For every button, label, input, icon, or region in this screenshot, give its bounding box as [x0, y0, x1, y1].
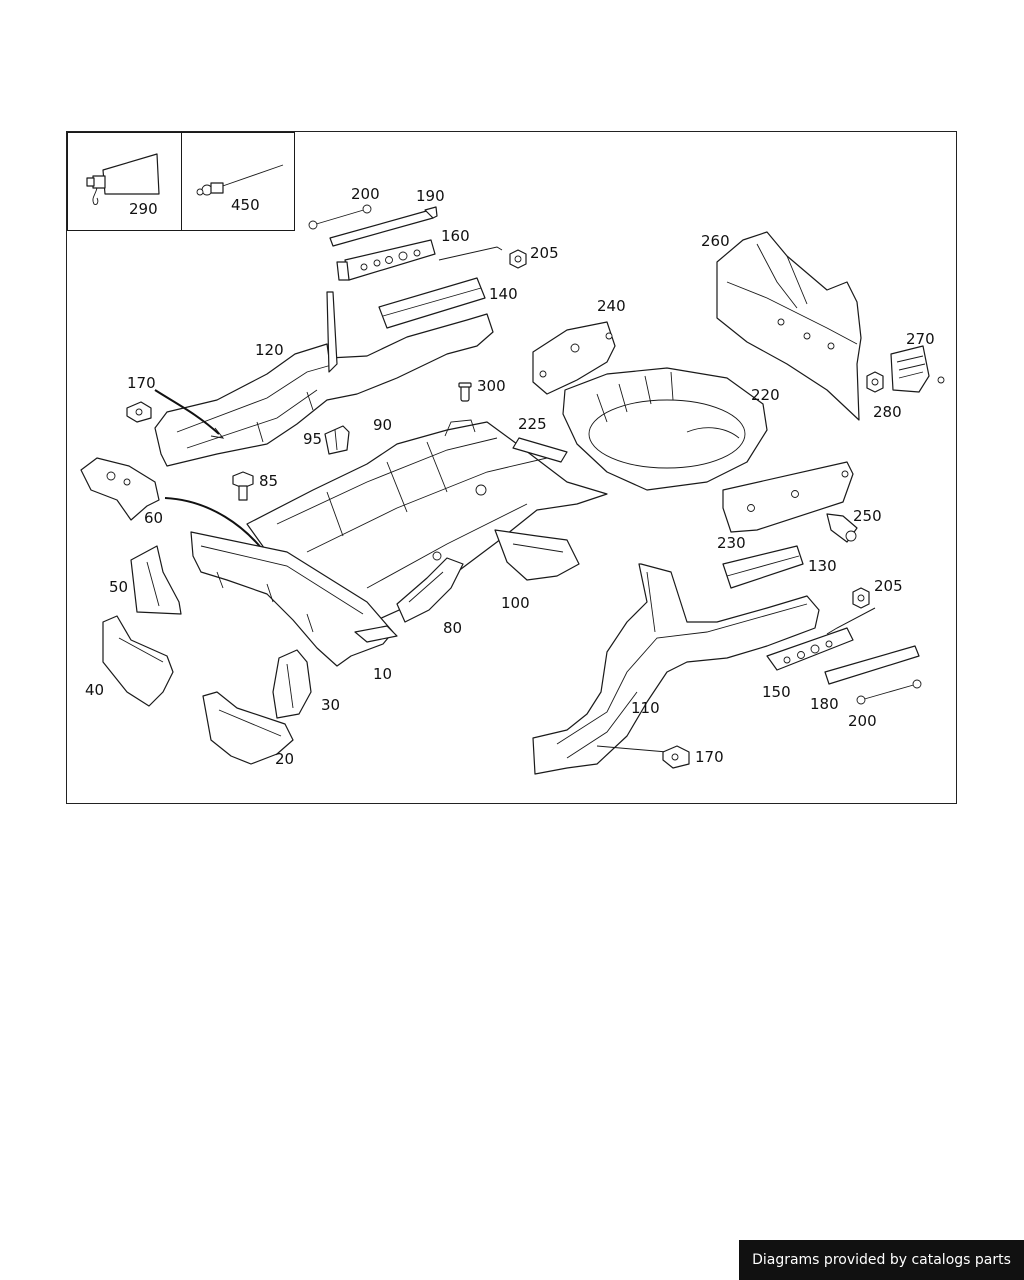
callout-140: 140 [489, 285, 518, 303]
footer-credit-badge: Diagrams provided by catalogs parts [739, 1240, 1024, 1280]
callout-170-top: 170 [127, 374, 156, 392]
callout-110: 110 [631, 699, 660, 717]
inset-box-450 [181, 132, 295, 231]
parts-diagram: 290 450 200 190 160 205 140 120 170 300 … [67, 132, 945, 775]
callout-280: 280 [873, 403, 902, 421]
callout-120: 120 [255, 341, 284, 359]
part-20-panel [202, 691, 294, 765]
part-130-channel [722, 545, 804, 589]
part-60-bracket [80, 457, 160, 521]
clip-250 [826, 513, 858, 543]
callout-95: 95 [303, 430, 322, 448]
callout-50: 50 [109, 578, 128, 596]
part-150-bracket [766, 627, 854, 671]
callout-80: 80 [443, 619, 462, 637]
part-100-bracket [494, 529, 580, 581]
callout-100: 100 [501, 594, 530, 612]
callout-230: 230 [717, 534, 746, 552]
nut-205-bottom [852, 587, 870, 609]
callout-170-bottom: 170 [695, 748, 724, 766]
clip-170-top [126, 401, 152, 423]
callout-60: 60 [144, 509, 163, 527]
part-180-rail [824, 645, 920, 685]
callout-30: 30 [321, 696, 340, 714]
pin-300 [458, 382, 472, 402]
part-80-rail [396, 557, 464, 623]
bracket-95 [324, 425, 350, 455]
part-40-panel [102, 615, 174, 707]
part-200-rod [308, 204, 372, 230]
callout-20: 20 [275, 750, 294, 768]
callout-250: 250 [853, 507, 882, 525]
part-120-side-member [154, 291, 494, 467]
callout-290: 290 [129, 200, 158, 218]
callout-260: 260 [701, 232, 730, 250]
callout-450: 450 [231, 196, 260, 214]
bolt-450-icon [196, 164, 284, 196]
clip-170-bottom [662, 745, 690, 769]
part-160-bracket [336, 239, 436, 281]
part-30-bracket [272, 649, 312, 719]
nut-280 [866, 371, 884, 393]
part-225-strip [512, 437, 568, 463]
part-240-panel [532, 321, 616, 395]
bolt-85 [232, 471, 254, 501]
callout-150: 150 [762, 683, 791, 701]
callout-10: 10 [373, 665, 392, 683]
callout-205-top: 205 [530, 244, 559, 262]
callout-85: 85 [259, 472, 278, 490]
part-270-vent [890, 345, 945, 393]
part-260-rear-panel [716, 231, 862, 421]
callout-225: 225 [518, 415, 547, 433]
inset-box-290 [67, 132, 182, 231]
callout-160: 160 [441, 227, 470, 245]
part-110-side-member [532, 563, 820, 775]
callout-130: 130 [808, 557, 837, 575]
part-50-pillar [130, 545, 182, 615]
part-230-plate [722, 461, 854, 533]
callout-40: 40 [85, 681, 104, 699]
callout-200-top: 200 [351, 185, 380, 203]
part-220-spare-well [562, 367, 768, 491]
part-10-crossmember [190, 531, 398, 667]
part-200-rod-bottom [856, 679, 922, 705]
callout-180: 180 [810, 695, 839, 713]
callout-300: 300 [477, 377, 506, 395]
callout-270: 270 [906, 330, 935, 348]
callout-205-bottom: 205 [874, 577, 903, 595]
sealant-tube-icon [86, 153, 160, 205]
nut-205-top [509, 249, 527, 269]
callout-240: 240 [597, 297, 626, 315]
callout-200-bottom: 200 [848, 712, 877, 730]
parts-diagram-frame: 290 450 200 190 160 205 140 120 170 300 … [66, 131, 957, 804]
callout-90: 90 [373, 416, 392, 434]
callout-220: 220 [751, 386, 780, 404]
callout-190: 190 [416, 187, 445, 205]
part-190-rail [329, 206, 438, 247]
part-140-channel [378, 277, 486, 329]
